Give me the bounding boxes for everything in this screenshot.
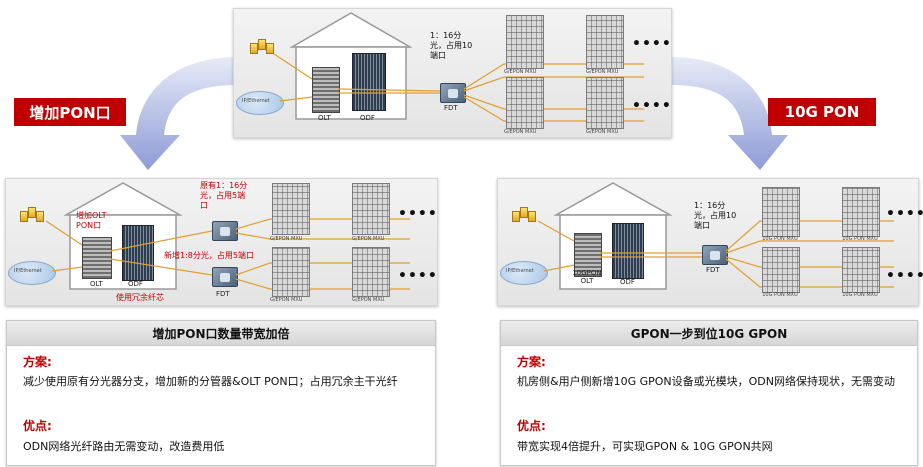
ip-cloud-icon — [8, 261, 56, 285]
left-network-diagram: 增加OLT PON口 OLT ODF 使用冗余纤芯 IP/Ethernet 原有… — [5, 178, 438, 306]
odf-cabinet — [122, 225, 154, 281]
right-solution-box: GPON一步到位10G GPON 方案: 机房侧&用户侧新增10G GPON设备… — [500, 320, 918, 466]
ip-ethernet-label: IP/Ethernet — [14, 268, 42, 274]
add-olt-pon-note: 增加OLT PON口 — [76, 211, 107, 230]
building-icon — [762, 247, 800, 293]
ellipsis-icon: •••• — [886, 268, 923, 284]
building-icon — [586, 15, 624, 69]
olt-label: OLT — [90, 280, 103, 288]
fdt-box — [702, 245, 728, 265]
advantage-heading: 优点: — [517, 419, 546, 433]
ip-ethernet-label: IP/Ethernet — [242, 98, 270, 104]
right-solution-title: GPON一步到位10G GPON — [501, 321, 917, 346]
building-icon — [842, 247, 880, 293]
odf-label: ODF — [360, 114, 375, 122]
mxu-label: G/EPON MXU — [352, 236, 385, 242]
advantage-text: ODN网络光纤路由无需变动，改造费用低 — [23, 440, 225, 453]
olt-device — [82, 237, 112, 279]
ellipsis-icon: •••• — [886, 206, 923, 222]
right-network-diagram: 10GPON OLT ODF IP/Ethernet 1：16分光，占用10端口… — [497, 178, 923, 306]
odf-label: ODF — [620, 278, 635, 286]
use-spare-fiber-note: 使用冗余纤芯 — [116, 293, 164, 302]
add-pon-port-label: 增加PON口 — [14, 98, 126, 126]
fdt-label: FDT — [706, 266, 720, 274]
olt-device — [312, 67, 340, 113]
mxu-label: G/EPON MXU — [504, 69, 537, 75]
mxu-label: G/EPON MXU — [586, 69, 619, 75]
fdt-box — [440, 83, 466, 103]
olt-device — [574, 233, 602, 277]
odf-label: ODF — [128, 280, 143, 288]
mxu-label: 10G PON MXU — [842, 236, 878, 242]
odf-cabinet — [612, 223, 644, 279]
ip-cloud-icon — [500, 261, 548, 285]
odf-cabinet — [352, 53, 386, 111]
top-network-diagram: OLT ODF IP/Ethernet 1：16分光，占用10端口 FDT G/… — [233, 8, 672, 138]
mxu-label: G/EPON MXU — [586, 129, 619, 135]
building-icon — [352, 183, 390, 235]
original-split-note: 原有1：16分光，占用5端口 — [200, 181, 248, 210]
server-icon — [250, 37, 276, 55]
mxu-label: 10G PON MXU — [762, 236, 798, 242]
fdt-label: FDT — [216, 290, 230, 298]
mxu-label: G/EPON MXU — [270, 236, 303, 242]
advantage-heading: 优点: — [23, 419, 52, 433]
ip-cloud-icon — [236, 91, 284, 115]
plan-text: 减少使用原有分光器分支，增加新的分管器&OLT PON口；占用冗余主干光纤 — [23, 375, 398, 388]
server-icon — [512, 205, 538, 223]
mxu-label: G/EPON MXU — [504, 129, 537, 135]
mxu-label: G/EPON MXU — [352, 297, 385, 303]
ellipsis-icon: •••• — [632, 98, 672, 114]
curved-arrow-right — [670, 57, 788, 170]
mxu-label: 10G PON MXU — [842, 292, 878, 298]
plan-text: 机房侧&用户侧新增10G GPON设备或光模块，ODN网络保持现状，无需变动 — [517, 375, 895, 388]
ellipsis-icon: •••• — [632, 36, 672, 52]
building-icon — [506, 15, 544, 69]
building-icon — [506, 77, 544, 129]
building-icon — [272, 247, 310, 297]
ellipsis-icon: •••• — [398, 268, 438, 284]
fdt-label: FDT — [444, 104, 458, 112]
server-icon — [20, 205, 46, 223]
olt-label: OLT — [318, 114, 331, 122]
building-icon — [272, 183, 310, 235]
fdt-box — [212, 221, 238, 241]
building-icon — [842, 187, 880, 237]
building-icon — [762, 187, 800, 237]
ellipsis-icon: •••• — [398, 206, 438, 222]
10g-pon-label: 10G PON — [768, 98, 876, 126]
olt-label: 10GPON OLT — [572, 269, 602, 286]
building-icon — [586, 77, 624, 129]
new-split-note: 新增1:8分光，占用5端口 — [164, 251, 254, 260]
plan-heading: 方案: — [23, 355, 52, 369]
fdt-split-note: 1：16分光，占用10端口 — [430, 31, 473, 60]
advantage-text: 带宽实现4倍提升，可实现GPON & 10G GPON共网 — [517, 440, 773, 453]
ip-ethernet-label: IP/Ethernet — [506, 268, 534, 274]
fdt-box — [212, 267, 238, 287]
left-solution-title: 增加PON口数量带宽加倍 — [7, 321, 435, 346]
left-solution-box: 增加PON口数量带宽加倍 方案: 减少使用原有分光器分支，增加新的分管器&OLT… — [6, 320, 436, 466]
building-icon — [352, 247, 390, 297]
mxu-label: 10G PON MXU — [762, 292, 798, 298]
fdt-split-note: 1：16分光，占用10端口 — [694, 201, 737, 230]
mxu-label: G/EPON MXU — [270, 297, 303, 303]
plan-heading: 方案: — [517, 355, 546, 369]
curved-arrow-left — [120, 57, 238, 170]
